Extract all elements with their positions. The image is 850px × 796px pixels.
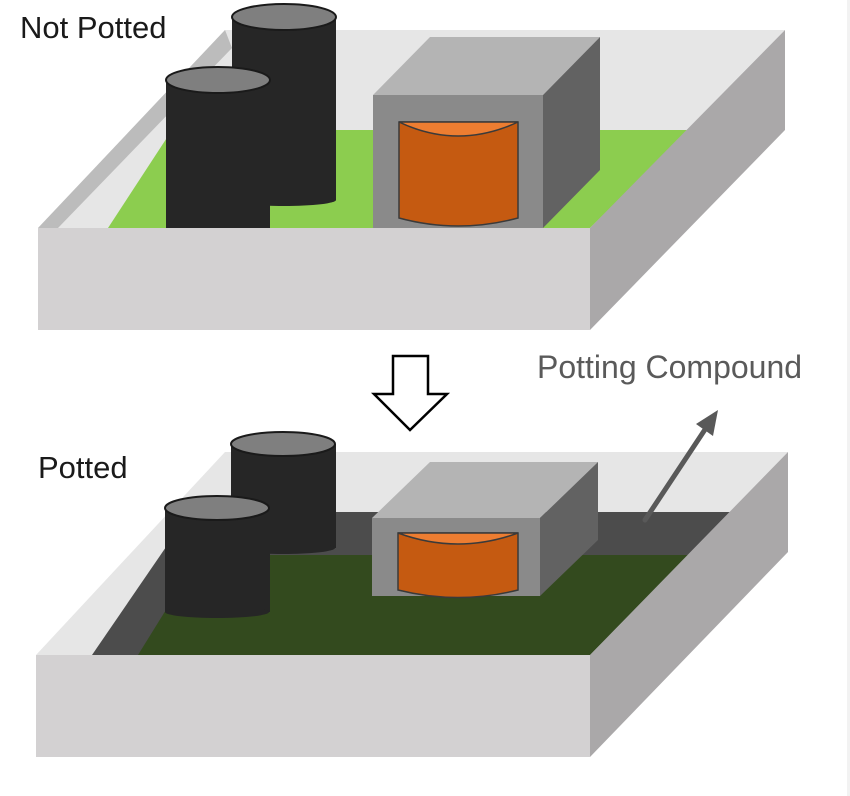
potted-enclosure <box>36 431 788 757</box>
transformer <box>373 37 600 228</box>
pointer-arrow-icon <box>642 410 718 523</box>
not-potted-enclosure <box>38 3 785 330</box>
enclosure-front-wall <box>38 228 590 330</box>
potted-label: Potted <box>38 450 128 485</box>
capacitor-front <box>165 66 271 230</box>
enclosure-right-wall <box>590 452 788 757</box>
potting-compound-label: Potting Compound <box>537 349 802 385</box>
enclosure-front-wall <box>36 655 590 757</box>
capacitor-front <box>164 495 270 618</box>
transformer <box>372 462 598 599</box>
capacitor-back <box>230 431 336 554</box>
down-arrow-outline-icon <box>370 354 451 432</box>
enclosure-right-wall <box>590 30 785 330</box>
edge-divider <box>847 0 850 796</box>
not-potted-label: Not Potted <box>20 10 166 45</box>
